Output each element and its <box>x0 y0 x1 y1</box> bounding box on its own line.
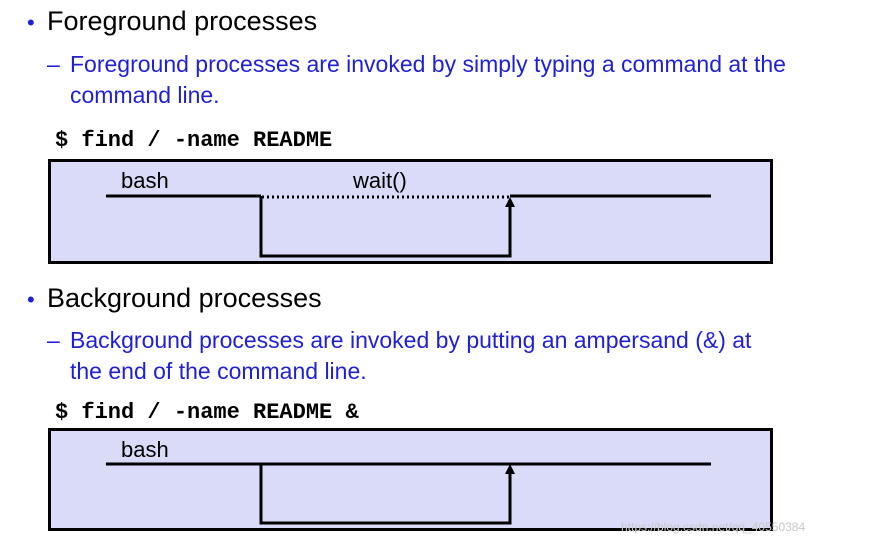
background-heading: Background processes <box>47 283 322 313</box>
background-timeline <box>106 462 711 525</box>
background-desc-line1: Background processes are invoked by putt… <box>70 327 752 353</box>
foreground-diagram: bash wait() <box>48 159 773 264</box>
bullet-icon: • <box>27 10 35 35</box>
foreground-desc-line1: Foreground processes are invoked by simp… <box>70 51 786 77</box>
background-desc-line2: the end of the command line. <box>70 358 367 384</box>
background-diagram: bash <box>48 428 773 531</box>
dash-icon: – <box>47 327 60 353</box>
watermark: https://blog.csdn.net/qq_40550384 <box>621 520 806 534</box>
bash-label: bash <box>121 437 169 462</box>
foreground-desc-line2: command line. <box>70 82 220 108</box>
foreground-heading: Foreground processes <box>47 6 318 36</box>
child-process-path <box>259 464 512 525</box>
return-arrow-icon <box>505 197 515 207</box>
bullet-icon: • <box>27 287 35 312</box>
bash-label: bash <box>121 168 169 193</box>
dash-icon: – <box>47 51 60 77</box>
background-command: $ find / -name README & <box>55 400 359 425</box>
return-arrow-icon <box>505 464 515 474</box>
foreground-command: $ find / -name README <box>55 128 333 153</box>
foreground-timeline <box>106 194 711 258</box>
child-process-path <box>259 196 512 258</box>
wait-label: wait() <box>353 168 407 193</box>
